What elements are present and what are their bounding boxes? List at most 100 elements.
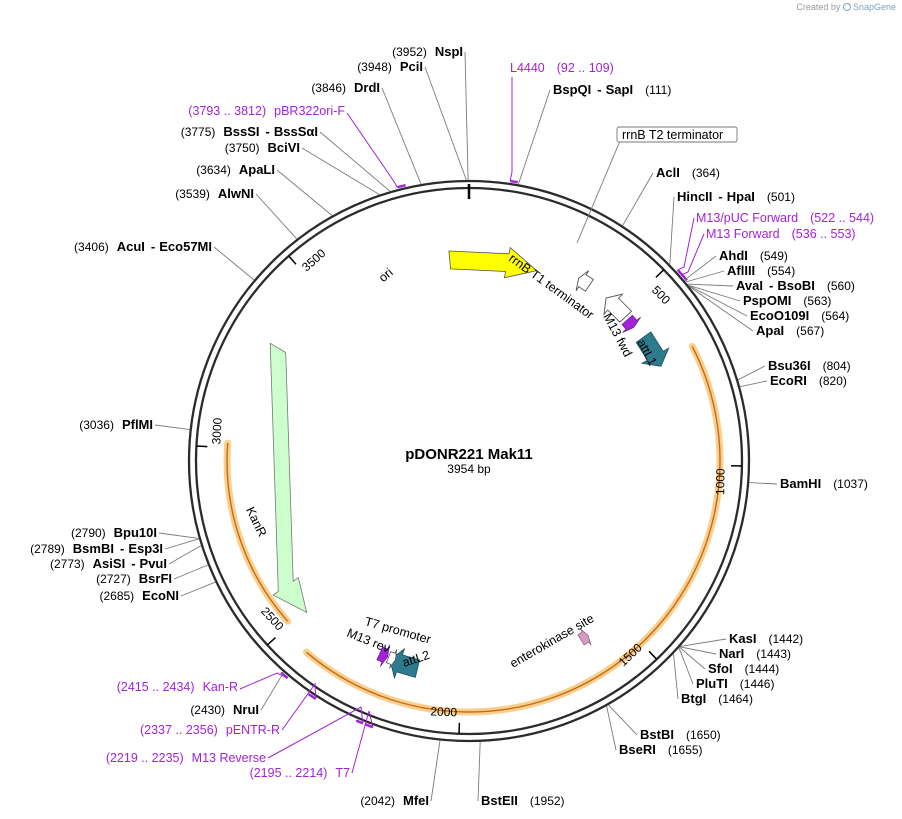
- credit: Created by SnapGene: [796, 2, 896, 12]
- site-position: (549): [760, 249, 788, 263]
- site-leader: [739, 380, 768, 388]
- primer-mark: [355, 719, 364, 725]
- site-separator: -: [769, 278, 773, 293]
- restriction-site: (3036)PflMI: [79, 417, 153, 432]
- restriction-site: AvaI-BsoBI(560): [736, 278, 855, 293]
- site-name: PspOMI: [743, 293, 791, 308]
- primer-leader: [681, 233, 705, 276]
- primer-name: L4440: [510, 61, 545, 75]
- primer-label: (2195 .. 2214) T7: [250, 766, 350, 780]
- primer-leader: [267, 706, 364, 759]
- restriction-site: EcoO109I(564): [750, 308, 849, 323]
- feature-label-kanr: KanR: [243, 505, 269, 539]
- primer-range: (2337 .. 2356): [140, 723, 218, 737]
- site-leader: [688, 284, 741, 302]
- site-name: AcuI: [117, 239, 145, 254]
- site-name: AclI: [656, 165, 680, 180]
- restriction-site: BtgI(1464): [681, 691, 753, 706]
- site-position: (1655): [668, 743, 703, 757]
- backbone-outer-strand: [187, 179, 751, 743]
- site-name-alt: BssSαI: [274, 124, 318, 139]
- site-position: (2789): [30, 542, 65, 556]
- restriction-site: PspOMI (563): [743, 293, 831, 308]
- site-position: (3406): [74, 240, 109, 254]
- site-leader: [517, 89, 551, 185]
- primer-name: pBR322ori-F: [274, 104, 345, 118]
- site-leader: [749, 482, 778, 485]
- primer-range: (2195 .. 2214): [250, 766, 328, 780]
- feature-ori: [448, 246, 538, 279]
- site-position: (2685): [99, 589, 134, 603]
- feature-rrnb-t1: [603, 293, 633, 323]
- site-name: ApaI: [756, 323, 784, 338]
- site-position: (2727): [96, 572, 131, 586]
- restriction-site: (3634)ApaLI: [196, 162, 275, 177]
- restriction-site: NarI(1443): [719, 646, 791, 661]
- feature-enterokinase-site: [577, 628, 592, 646]
- primer-range: (536 .. 553): [792, 227, 856, 241]
- site-leader: [689, 286, 754, 332]
- primer-label: M13/pUC Forward(522 .. 544): [696, 211, 874, 225]
- primer-range: (522 .. 544): [810, 211, 874, 225]
- restriction-site: BstBI(1650): [640, 727, 721, 742]
- primer-label: (2415 .. 2434)Kan-R: [117, 680, 238, 694]
- site-name: BsrFI: [139, 571, 172, 586]
- site-leader: [180, 581, 216, 597]
- primer-label: M13 Forward(536 .. 553): [706, 227, 856, 241]
- primer-range: (3793 .. 3812): [188, 104, 266, 118]
- leader-layer: [154, 51, 778, 802]
- tick-label: 3500: [299, 246, 329, 274]
- site-separator: -: [597, 82, 601, 97]
- site-name: HincII: [677, 189, 712, 204]
- restriction-site: (2727) BsrFI: [96, 571, 172, 586]
- site-position: (1952): [530, 794, 565, 808]
- restriction-site: (2042)MfeI: [360, 793, 429, 808]
- plasmid-name: pDONR221 Mak11: [405, 446, 533, 463]
- site-name: BstBI: [640, 727, 674, 742]
- site-leader: [164, 538, 200, 550]
- restriction-site: (3948) PciI: [357, 59, 423, 74]
- site-name: BssSI: [223, 124, 259, 139]
- site-leader: [477, 741, 481, 802]
- restriction-site: BamHI(1037): [780, 476, 868, 491]
- site-name: EcoNI: [142, 588, 179, 603]
- site-position: (1446): [740, 677, 775, 691]
- site-name: Bsu36I: [768, 358, 811, 373]
- primer-name: T7: [335, 766, 350, 780]
- primer-leader: [509, 77, 513, 182]
- highlight-line: [306, 346, 721, 713]
- site-position: (563): [803, 294, 831, 308]
- site-name: AhdI: [719, 248, 748, 263]
- site-separator: -: [151, 239, 155, 254]
- primer-label: (3793 .. 3812) pBR322ori-F: [188, 104, 345, 118]
- primer-mark: [510, 179, 518, 184]
- restriction-site: BstEII(1952): [481, 793, 565, 808]
- site-leader: [679, 646, 717, 655]
- site-position: (3750): [225, 141, 260, 155]
- primer-name: pENTR-R: [226, 723, 280, 737]
- site-leader: [255, 193, 298, 240]
- site-position: (3948): [357, 60, 392, 74]
- restriction-site: PluTI(1446): [696, 676, 774, 691]
- site-name: SfoI: [708, 661, 733, 676]
- site-leader: [669, 196, 675, 265]
- restriction-site: (2685) EcoNI: [99, 588, 179, 603]
- backbone: [187, 179, 751, 743]
- site-leader: [319, 131, 391, 192]
- restriction-site: Bsu36I(804): [768, 358, 851, 373]
- site-position: (501): [767, 190, 795, 204]
- site-name: BseRI: [619, 742, 656, 757]
- site-leader: [173, 564, 209, 580]
- site-position: (111): [645, 83, 671, 97]
- site-leader: [276, 169, 333, 216]
- restriction-site: (3406) AcuI-Eco57MI: [74, 239, 212, 254]
- site-name: PciI: [400, 59, 423, 74]
- site-position: (364): [692, 166, 720, 180]
- feature-m13-fwd: [621, 314, 641, 333]
- site-leader: [154, 424, 190, 431]
- site-position: (2773): [50, 557, 85, 571]
- feature-m13-rev: [376, 644, 390, 667]
- tick-mark: [196, 445, 208, 448]
- site-name-alt: Eco57MI: [159, 239, 212, 254]
